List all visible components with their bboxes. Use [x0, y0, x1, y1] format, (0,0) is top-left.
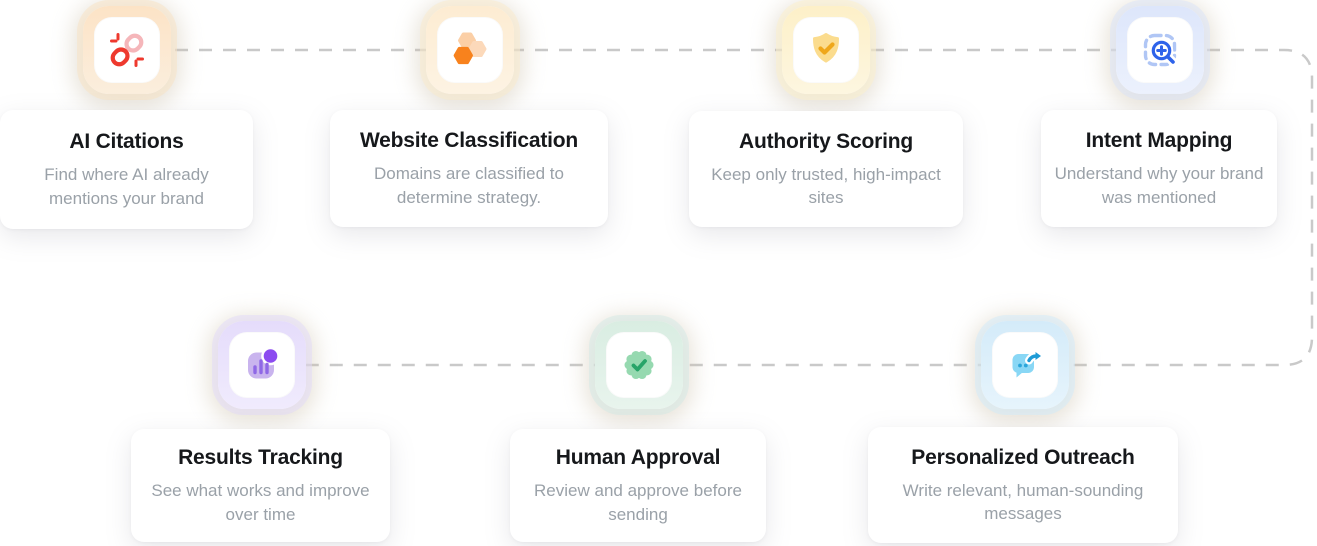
authority-scoring-card: Authority Scoring Keep only trusted, hig… [689, 111, 963, 227]
personalized-outreach-description: Write relevant, human-sounding messages [902, 480, 1144, 524]
badge-check-icon [624, 350, 654, 380]
results-tracking-description: See what works and improve over time [151, 481, 370, 524]
human-approval-icon-tile [595, 321, 683, 409]
human-approval-card: Human Approval Review and approve before… [510, 429, 766, 542]
personalized-outreach-icon-frame [992, 332, 1058, 398]
intent-mapping-description: Understand why your brand was mentioned [1054, 164, 1264, 207]
bar-chart-icon [248, 346, 280, 379]
authority-scoring-icon-tile [782, 6, 870, 94]
results-tracking-card: Results Tracking See what works and impr… [131, 429, 390, 542]
human-approval-title: Human Approval [555, 446, 721, 470]
ai-citations-icon-frame [94, 17, 160, 83]
intent-mapping-title: Intent Mapping [1085, 129, 1233, 153]
shield-check-icon [813, 33, 839, 63]
ai-citations-card: AI Citations Find where AI already menti… [0, 110, 253, 229]
website-classification-icon-tile [426, 6, 514, 94]
authority-scoring-icon-frame [793, 17, 859, 83]
authority-scoring-title: Authority Scoring [739, 129, 913, 153]
human-approval-icon-frame [606, 332, 672, 398]
ai-citations-description: Find where AI already mentions your bran… [44, 165, 209, 208]
results-tracking-title: Results Tracking [178, 446, 343, 470]
intent-mapping-card: Intent Mapping Understand why your brand… [1041, 110, 1277, 227]
personalized-outreach-icon-tile [981, 321, 1069, 409]
hexagons-icon [453, 32, 487, 65]
website-classification-icon-frame [437, 17, 503, 83]
personalized-outreach-card: Personalized Outreach Write relevant, hu… [868, 427, 1178, 543]
scan-search-icon [1143, 33, 1178, 67]
intent-mapping-icon-tile [1116, 6, 1204, 94]
authority-scoring-description: Keep only trusted, high-impact sites [711, 164, 941, 208]
results-tracking-icon-tile [218, 321, 306, 409]
chat-send-icon [1012, 350, 1043, 378]
broken-link-icon [110, 33, 144, 67]
ai-citations-title: AI Citations [69, 130, 184, 154]
ai-citations-icon-tile [83, 6, 171, 94]
website-classification-card: Website Classification Domains are class… [330, 110, 608, 227]
personalized-outreach-title: Personalized Outreach [911, 445, 1135, 469]
website-classification-title: Website Classification [359, 129, 579, 153]
website-classification-description: Domains are classified to determine stra… [374, 164, 564, 207]
human-approval-description: Review and approve before sending [534, 481, 742, 524]
results-tracking-icon-frame [229, 332, 295, 398]
intent-mapping-icon-frame [1127, 17, 1193, 83]
